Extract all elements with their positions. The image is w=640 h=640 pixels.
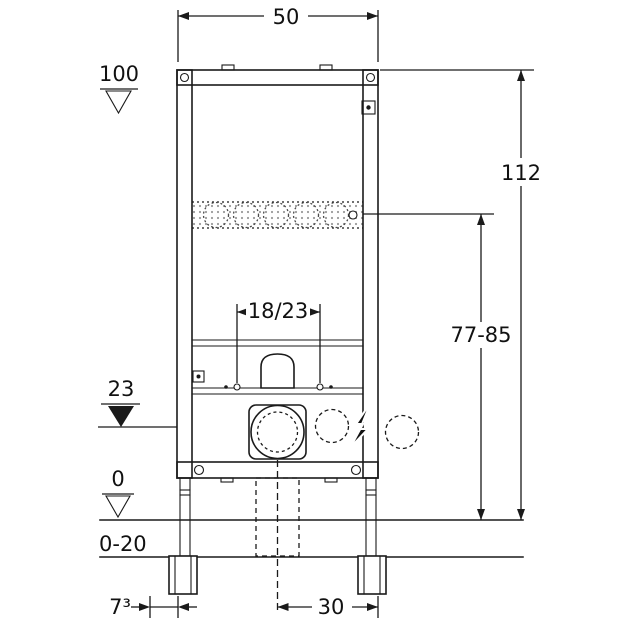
corner-screw-icon [365, 72, 376, 83]
dim-offset-7: 7³ [109, 595, 197, 619]
dim-offset30-label: 30 [318, 595, 345, 619]
dim-width-label: 50 [273, 5, 300, 29]
right-foot-plate [357, 555, 387, 595]
drain-assembly [248, 404, 420, 614]
level-100-label: 100 [99, 62, 139, 86]
dim-width-50: 50 [177, 2, 379, 62]
dim-spacing-label: 18/23 [248, 299, 309, 323]
fixing-point-icon [233, 383, 241, 391]
corner-screw-icon [179, 72, 190, 83]
left-rail [176, 69, 193, 479]
mounting-bracket [191, 339, 364, 395]
drain-socket [250, 404, 305, 460]
dim-height-112: 112 [380, 69, 545, 520]
support-feet [168, 477, 387, 595]
pipe-clip-icon [348, 210, 358, 220]
flush-pipe-band [192, 201, 363, 229]
corner-screw-icon [350, 464, 362, 476]
level-marker-0: 0 [102, 467, 134, 519]
level-marker-100: 100 [99, 62, 139, 115]
level-triangle-icon [105, 495, 131, 519]
alt-drain-position [384, 414, 420, 450]
dim-height-label: 112 [501, 161, 541, 185]
rail-fastener-icon [361, 100, 376, 115]
dim-range-label: 77-85 [450, 323, 511, 347]
lightning-bolt-icon [349, 401, 372, 449]
flush-pipe-outlet [260, 353, 295, 389]
floor-range-label: 0-20 [99, 532, 147, 556]
level-0-label: 0 [111, 467, 124, 491]
corner-screw-icon [193, 464, 205, 476]
fixing-point-icon [316, 383, 324, 391]
dim-offset-30: 30 [277, 595, 379, 619]
dim-spacing-18-23: 18/23 [236, 299, 321, 383]
top-crossbar [176, 69, 379, 86]
level-23-label: 23 [108, 377, 135, 401]
alt-drain-position [314, 408, 350, 444]
level-triangle-filled-icon [108, 406, 134, 427]
dim-range-77-85: 77-85 [363, 213, 515, 520]
left-foot-plate [168, 555, 198, 595]
floor-lines [99, 519, 524, 558]
dim-offset7-label: 7³ [109, 595, 131, 619]
level-marker-23: 23 [98, 377, 177, 428]
level-triangle-icon [105, 90, 132, 115]
clip-icon [192, 370, 205, 383]
